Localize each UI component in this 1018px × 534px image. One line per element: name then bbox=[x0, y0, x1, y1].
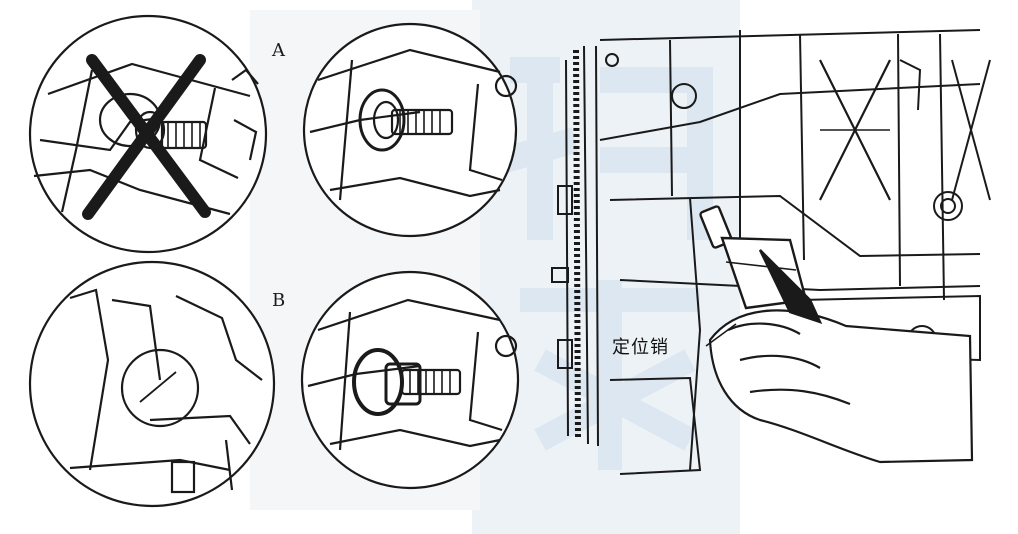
panel-a-correct bbox=[302, 22, 518, 238]
label-a: A bbox=[272, 40, 285, 61]
label-b: B bbox=[272, 290, 286, 311]
locating-pin-tool-icon bbox=[699, 205, 823, 325]
pin-callout-leader bbox=[705, 323, 737, 347]
panel-b-pin-inserted bbox=[300, 270, 520, 490]
hand-holding-pin bbox=[708, 309, 974, 464]
cross-mark-icon bbox=[82, 54, 211, 220]
watermark bbox=[472, 0, 740, 534]
locating-pin-label: 定位销 bbox=[612, 337, 669, 358]
engine-block bbox=[551, 29, 991, 475]
panel-b-hole bbox=[28, 260, 276, 508]
